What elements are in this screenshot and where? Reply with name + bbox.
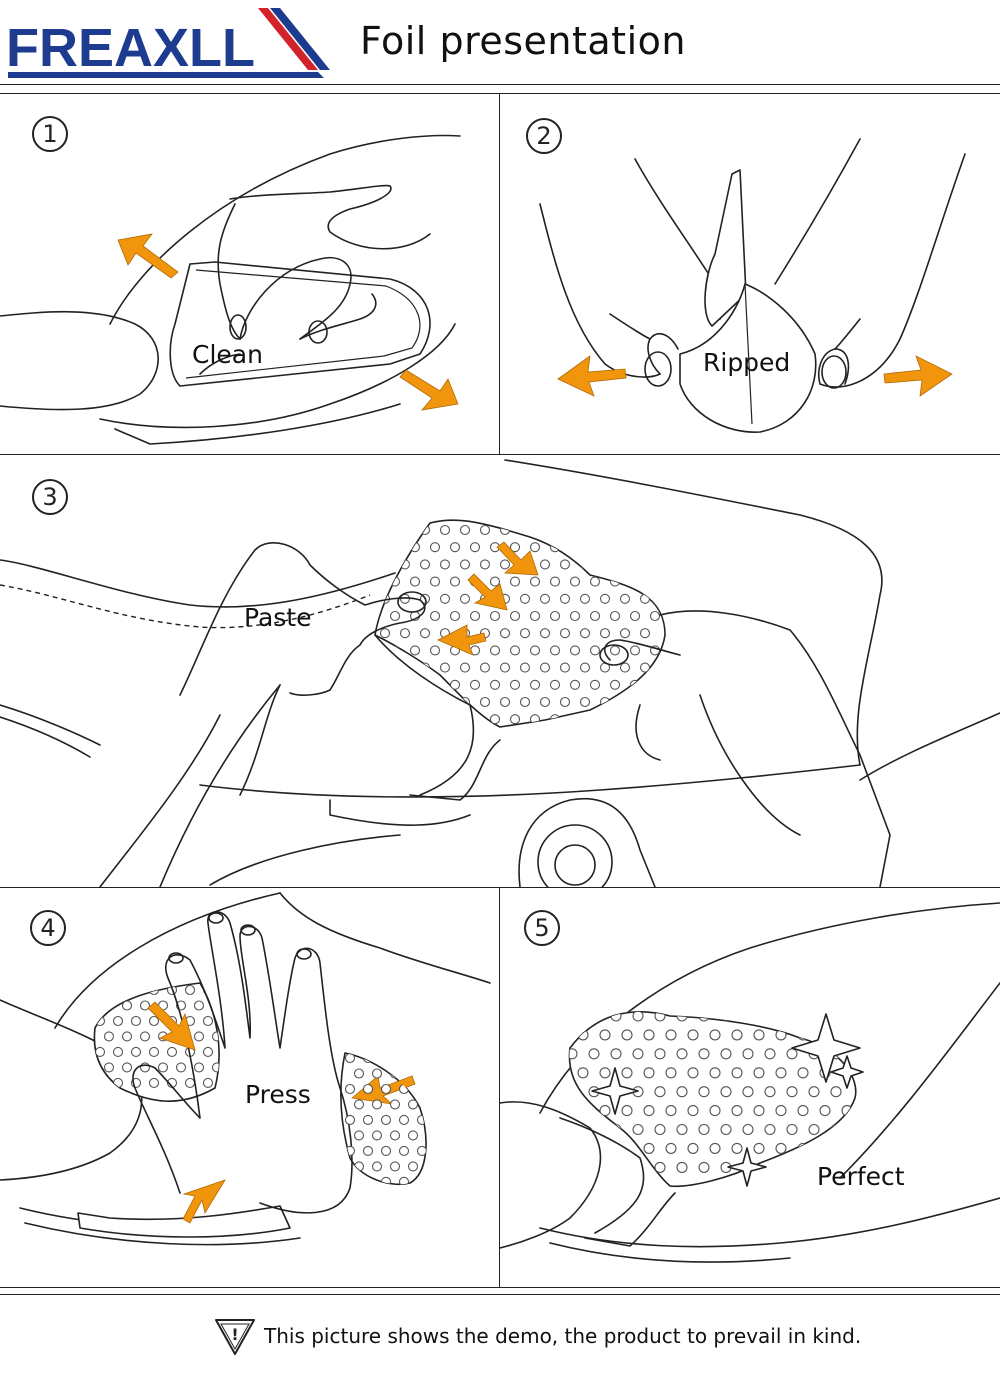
arrow-paste-2-icon [467, 573, 508, 611]
step-4-label: Press [245, 1080, 311, 1109]
sparkle-large-icon [791, 1013, 861, 1083]
sparkle-small-icon [830, 1055, 864, 1089]
arrow-down-right-icon [399, 369, 459, 411]
step-5-illustration [500, 902, 1000, 1263]
warning-icon: ! [214, 1318, 256, 1360]
arrow-right-icon [883, 355, 953, 397]
divider-row-3 [0, 1287, 1000, 1288]
step-1-illustration [0, 134, 461, 445]
arrow-left-icon [557, 355, 627, 397]
svg-text:!: ! [231, 1325, 238, 1344]
step-1-number: 1 [32, 116, 68, 152]
step-3-illustration [0, 459, 1000, 887]
arrow-up-left-icon [117, 233, 179, 279]
step-3-panel: 3 Paste [0, 455, 1000, 887]
step-5-panel: 5 Perfect [500, 888, 1000, 1287]
brand-logo-text: FREAXLL [6, 18, 255, 78]
step-4-number: 4 [30, 910, 66, 946]
footer-note: This picture shows the demo, the product… [264, 1324, 862, 1348]
header: FREAXLL Foil presentation [0, 0, 1000, 86]
step-1-panel: 1 Clean [0, 94, 499, 454]
divider-row-4 [0, 1294, 1000, 1295]
step-4-illustration [0, 892, 491, 1246]
step-2-label: Ripped [703, 348, 791, 377]
step-2-panel: 2 Ripped [500, 94, 1000, 454]
step-1-label: Clean [192, 340, 263, 369]
step-4-panel: 4 Press [0, 888, 499, 1287]
arrow-press-3-icon [182, 1179, 226, 1224]
sparkle-bottom-icon [727, 1147, 767, 1187]
step-3-number: 3 [32, 479, 68, 515]
arrow-press-1-icon [147, 1001, 196, 1051]
header-divider-2 [0, 93, 1000, 94]
arrow-paste-1-icon [496, 541, 539, 576]
divider-row-2 [0, 887, 1000, 888]
step-2-illustration [539, 138, 966, 433]
step-3-label: Paste [244, 603, 312, 632]
sparkle-left-icon [591, 1067, 639, 1115]
page-title: Foil presentation [360, 19, 686, 63]
divider-vertical-top [499, 93, 500, 454]
divider-row-1 [0, 454, 1000, 455]
header-divider [0, 84, 1000, 85]
brand-logo: FREAXLL [0, 0, 340, 86]
footer: ! This picture shows the demo, the produ… [0, 1296, 1000, 1373]
step-2-number: 2 [526, 118, 562, 154]
divider-vertical-bottom [499, 887, 500, 1287]
step-5-label: Perfect [817, 1162, 905, 1191]
arrow-paste-3-icon [437, 624, 487, 656]
step-5-number: 5 [524, 910, 560, 946]
